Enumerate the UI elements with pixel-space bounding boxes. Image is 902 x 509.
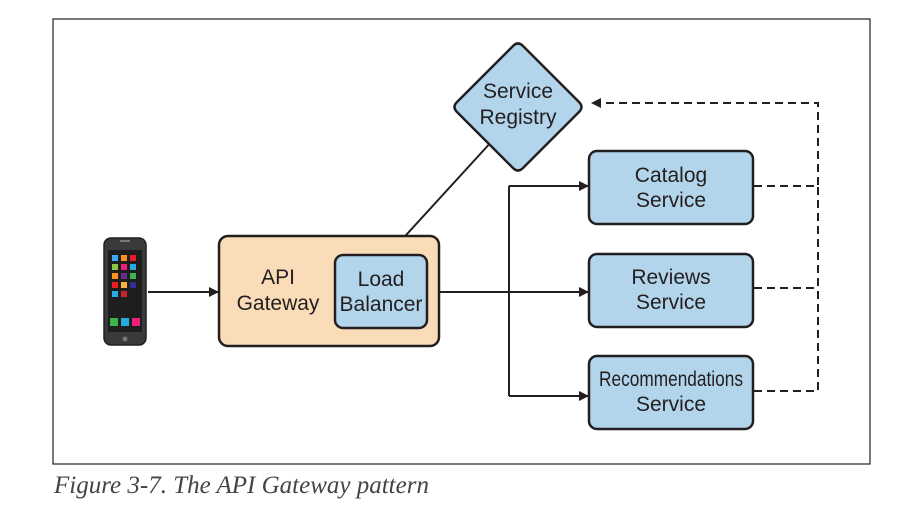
load-balancer-label-line1: Load [358, 268, 405, 291]
connectors [148, 139, 589, 401]
service-registry-label-line2: Registry [479, 106, 557, 129]
catalog-service-label-line2: Service [636, 189, 706, 212]
service-registry-label-line1: Service [483, 80, 553, 103]
reviews-service-node: Reviews Service [587, 252, 755, 329]
reviews-service-label-line2: Service [636, 291, 706, 314]
api-gateway-label-line2: Gateway [237, 292, 320, 315]
catalog-service-node: Catalog Service [587, 149, 755, 226]
load-balancer-label-line2: Balancer [340, 293, 423, 316]
mobile-phone-icon [103, 237, 147, 346]
figure-frame [52, 18, 871, 465]
reviews-service-label-line1: Reviews [631, 266, 710, 289]
recommendations-service-label-line2: Service [636, 393, 706, 416]
recommendations-registration-line [754, 186, 819, 392]
figure-caption: Figure 3-7. The API Gateway pattern [54, 472, 429, 499]
catalog-registration-line [591, 98, 819, 187]
registration-lines [591, 98, 819, 392]
api-gateway-label-line1: API [261, 266, 295, 289]
service-registry-node: Service Registry [453, 42, 583, 172]
recommendations-service-label-line1: Recommendations [599, 368, 743, 391]
load-balancer-node: Load Balancer [333, 253, 429, 330]
catalog-service-label-line1: Catalog [635, 164, 707, 187]
recommendations-service-node: Recommendations Service [587, 354, 755, 431]
